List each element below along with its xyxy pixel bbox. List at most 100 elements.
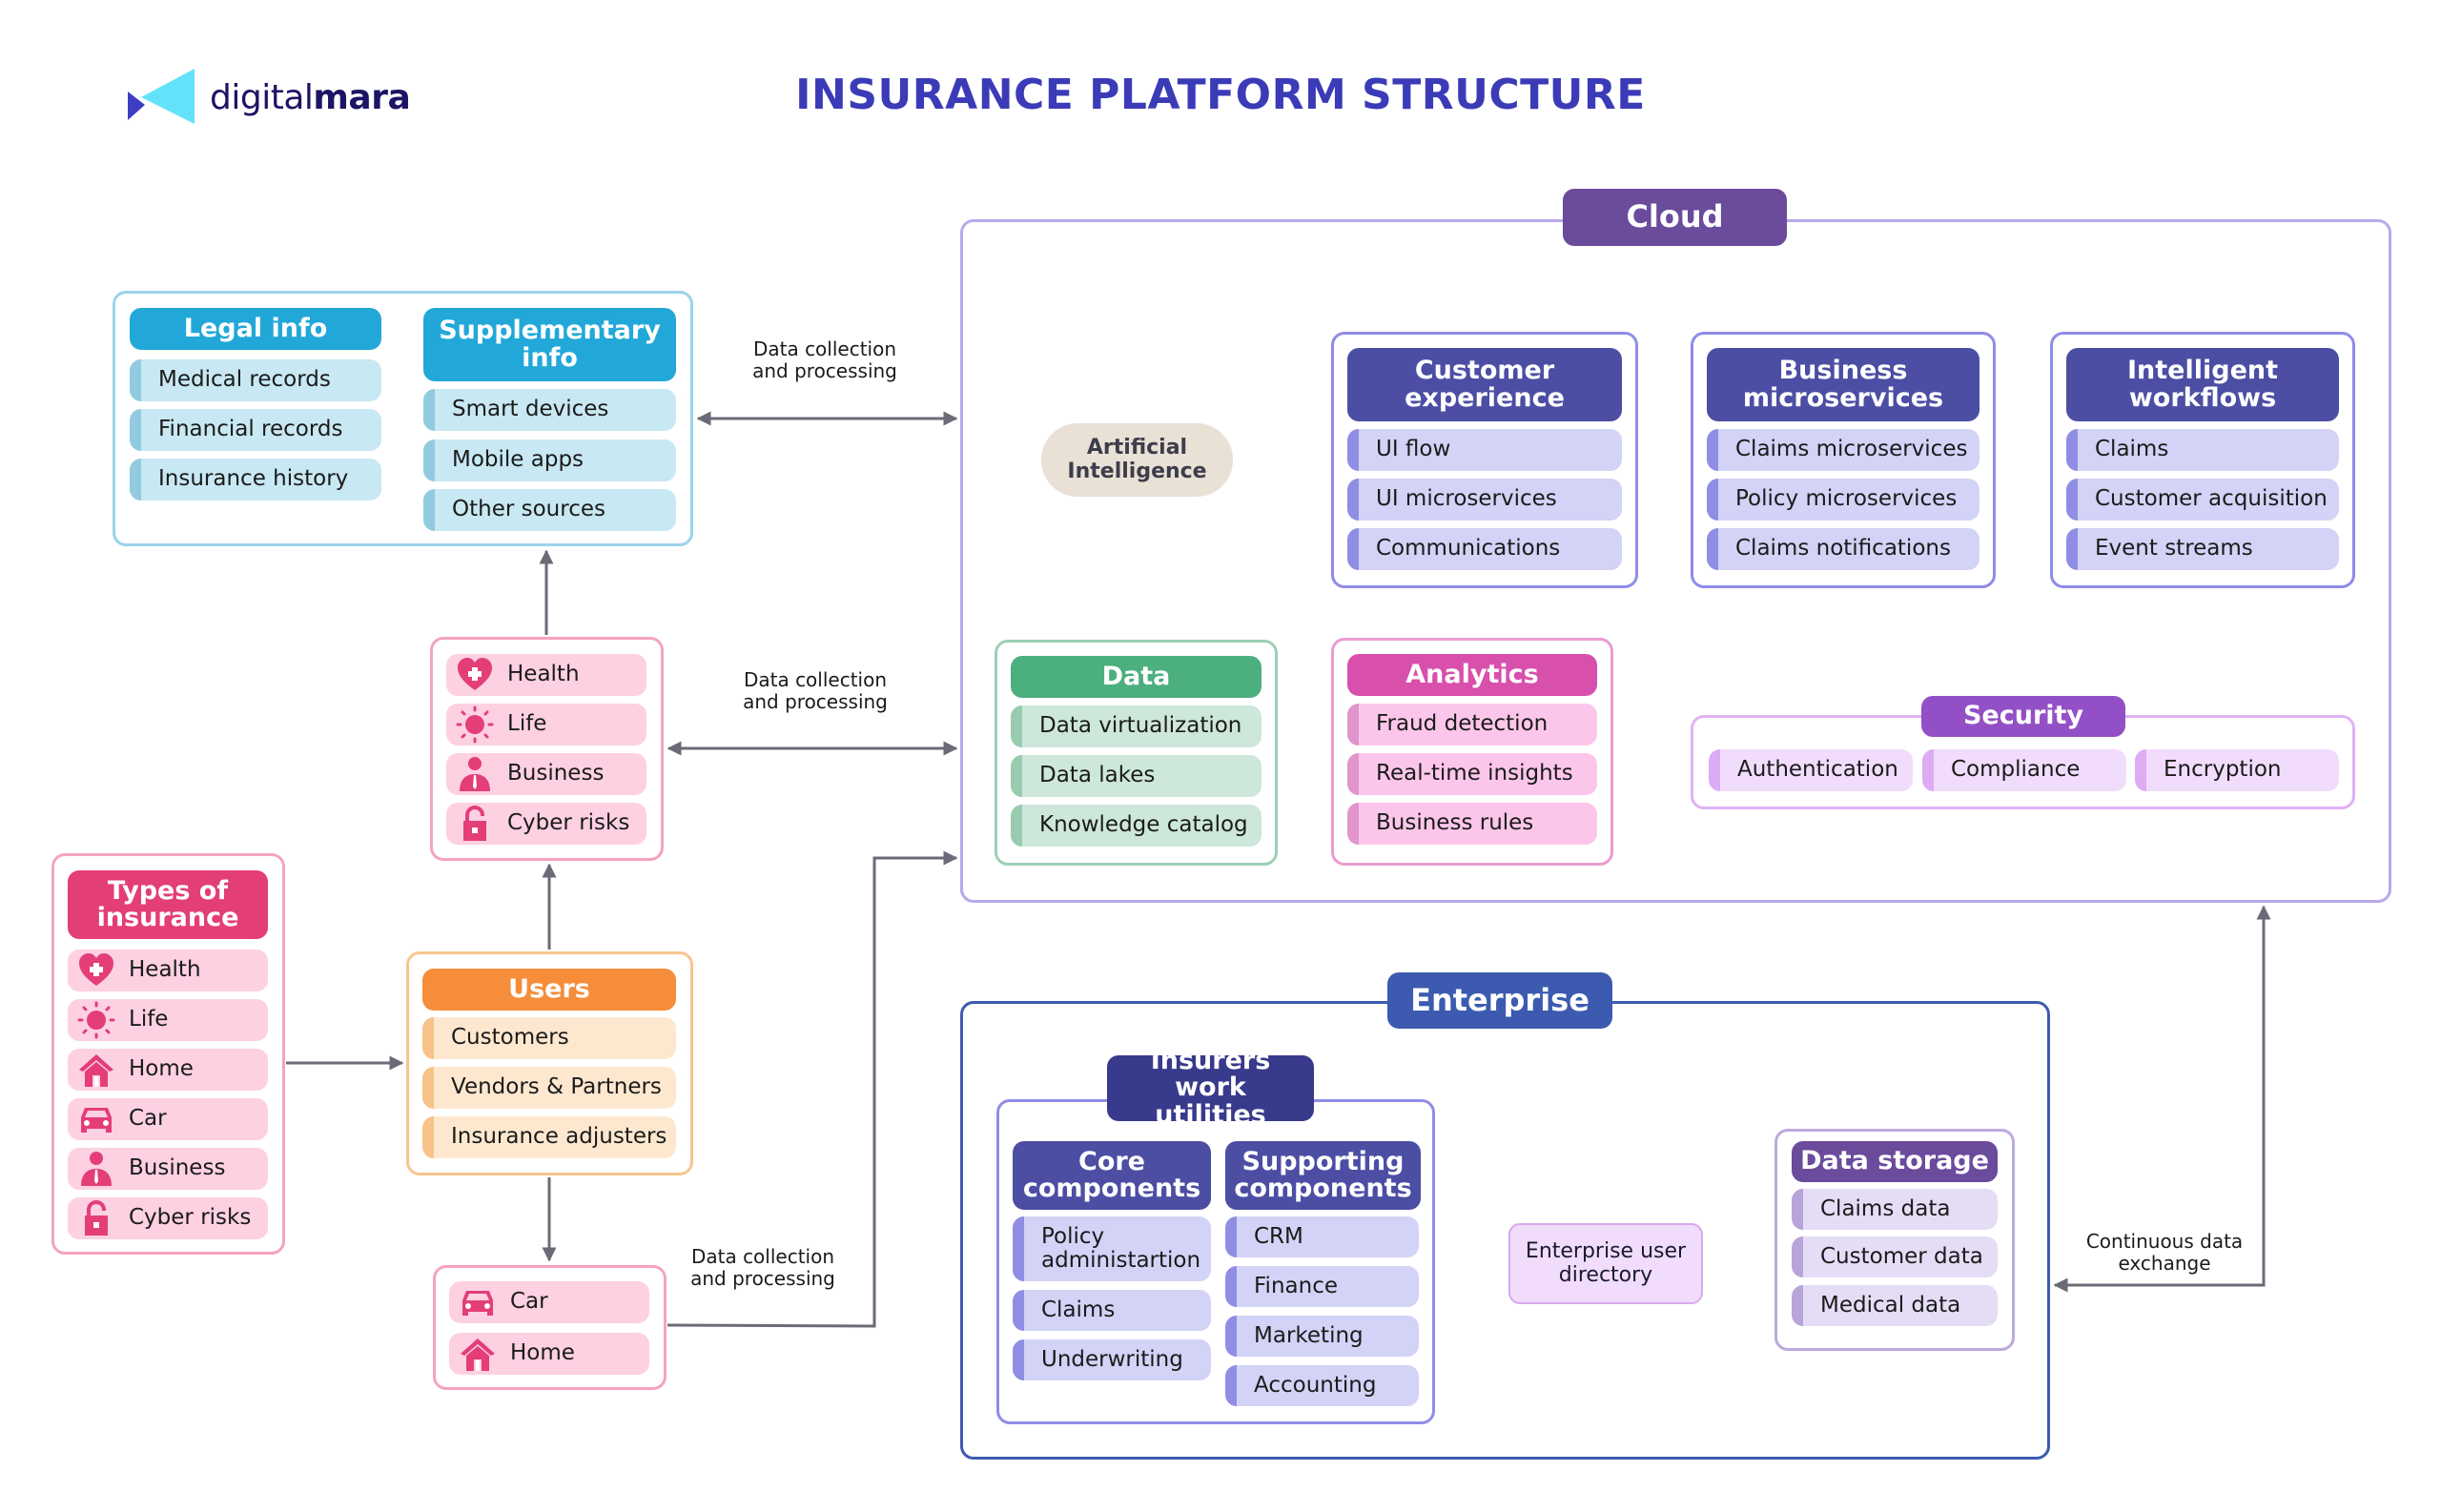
car_home-item-label: Home: [510, 1340, 575, 1366]
house-icon: [459, 1335, 497, 1373]
core-components-header: Core components: [1013, 1141, 1211, 1210]
security-item: Authentication: [1709, 749, 1913, 791]
legal-info-header: Legal info: [130, 308, 381, 350]
data-storage-item: Medical data: [1792, 1285, 1998, 1326]
insurance_mid-item: Life: [446, 704, 646, 746]
car_home-item-label: Car: [510, 1289, 548, 1315]
legal-item: Medical records: [130, 359, 381, 401]
padlock-icon: [77, 1199, 115, 1237]
businessman-icon: [77, 1150, 115, 1188]
data-storage-item: Customer data: [1792, 1236, 1998, 1277]
connector-label-bottom: Data collection and processing: [690, 1245, 835, 1290]
types_of_insurance-item-label: Life: [129, 1007, 169, 1032]
connector-label-middle: Data collection and processing: [743, 668, 888, 713]
enterprise-label: Enterprise: [1387, 972, 1612, 1029]
brand-logo: digitalmara: [128, 69, 411, 126]
car-icon: [459, 1283, 497, 1321]
businessman-icon: [456, 755, 494, 793]
analytics-item: Fraud detection: [1347, 704, 1597, 746]
types_of_insurance-item-label: Car: [129, 1106, 167, 1132]
customer-experience-item: Communications: [1347, 528, 1622, 570]
data-storage-item: Claims data: [1792, 1189, 1998, 1230]
customer-experience-item: UI microservices: [1347, 479, 1622, 521]
supplementary-item: Mobile apps: [423, 439, 676, 481]
types_of_insurance-item: Car: [68, 1098, 268, 1140]
arrow-enterprise-cloud: [2053, 905, 2271, 1293]
sun-icon: [77, 1001, 115, 1039]
legal-item: Financial records: [130, 409, 381, 451]
supplementary-item: Other sources: [423, 489, 676, 531]
types_of_insurance-item: Home: [68, 1049, 268, 1091]
legal-item: Insurance history: [130, 459, 381, 501]
supporting-item: Marketing: [1225, 1316, 1419, 1357]
logo-mark-icon: [128, 69, 195, 124]
insurance_mid-item: Health: [446, 654, 646, 696]
users-item: Customers: [422, 1017, 676, 1059]
supplementary-info-header: Supplementary info: [423, 308, 676, 381]
supporting-item: CRM: [1225, 1216, 1419, 1257]
brand-name: digitalmara: [210, 77, 411, 117]
connector-label-continuous: Continuous data exchange: [2085, 1230, 2244, 1275]
ai-node: Artificial Intelligence: [1041, 423, 1233, 497]
security-header: Security: [1921, 696, 2125, 737]
core-item: Claims: [1013, 1290, 1211, 1331]
customer-experience-item: UI flow: [1347, 429, 1622, 471]
car_home-item: Car: [449, 1281, 649, 1323]
insurance_mid-item-label: Cyber risks: [507, 810, 630, 836]
padlock-icon: [456, 805, 494, 843]
customer-experience-header: Customer experience: [1347, 348, 1622, 421]
data-item: Data virtualization: [1011, 705, 1262, 747]
data-header: Data: [1011, 656, 1262, 698]
data-item: Knowledge catalog: [1011, 805, 1262, 847]
analytics-header: Analytics: [1347, 654, 1597, 696]
supporting-components-header: Supporting components: [1225, 1141, 1421, 1210]
intelligent-workflows-item: Customer acquisition: [2066, 479, 2339, 521]
users-item: Insurance adjusters: [422, 1116, 676, 1158]
data-item: Data lakes: [1011, 755, 1262, 797]
types_of_insurance-item: Cyber risks: [68, 1197, 268, 1239]
page-title: INSURANCE PLATFORM STRUCTURE: [795, 71, 1646, 119]
enterprise-user-directory: Enterprise user directory: [1508, 1223, 1703, 1304]
business-microservices-header: Business microservices: [1707, 348, 1979, 421]
supporting-item: Finance: [1225, 1266, 1419, 1307]
types_of_insurance-item: Health: [68, 950, 268, 991]
types_of_insurance-item-label: Health: [129, 957, 201, 983]
sun-icon: [456, 705, 494, 744]
data-storage-header: Data storage: [1792, 1141, 1998, 1182]
intelligent-workflows-header: Intelligent workflows: [2066, 348, 2339, 421]
users-item: Vendors & Partners: [422, 1067, 676, 1109]
security-item: Encryption: [2135, 749, 2339, 791]
insurance_mid-item-label: Business: [507, 761, 605, 787]
insurance_mid-item: Cyber risks: [446, 803, 646, 845]
cloud-label: Cloud: [1563, 189, 1787, 246]
insurance_mid-item-label: Life: [507, 711, 547, 737]
business-microservices-item: Claims notifications: [1707, 528, 1979, 570]
insurance_mid-item-label: Health: [507, 662, 580, 687]
intelligent-workflows-item: Claims: [2066, 429, 2339, 471]
intelligent-workflows-item: Event streams: [2066, 528, 2339, 570]
types_of_insurance-item: Business: [68, 1148, 268, 1190]
car_home-item: Home: [449, 1333, 649, 1375]
supporting-item: Accounting: [1225, 1365, 1419, 1406]
house-icon: [77, 1051, 115, 1089]
security-item: Compliance: [1922, 749, 2126, 791]
ai-label: Artificial Intelligence: [1067, 436, 1207, 483]
types_of_insurance-item-label: Business: [129, 1155, 226, 1181]
business-microservices-item: Policy microservices: [1707, 479, 1979, 521]
types_of_insurance-item: Life: [68, 999, 268, 1041]
analytics-item: Real-time insights: [1347, 753, 1597, 795]
core-item: Underwriting: [1013, 1339, 1211, 1380]
types-of-insurance-header: Types of insurance: [68, 870, 268, 939]
supplementary-item: Smart devices: [423, 389, 676, 431]
insurance_mid-item: Business: [446, 753, 646, 795]
types_of_insurance-item-label: Cyber risks: [129, 1205, 252, 1231]
core-item: Policy administartion: [1013, 1216, 1211, 1281]
enterprise-user-directory-label: Enterprise user directory: [1525, 1239, 1687, 1287]
heart-plus-icon: [456, 656, 494, 694]
connector-label-top: Data collection and processing: [752, 337, 897, 382]
types_of_insurance-item-label: Home: [129, 1056, 194, 1082]
users-header: Users: [422, 969, 676, 1011]
insurers-work-utilities-header: Insurers work utilities: [1107, 1047, 1314, 1128]
analytics-item: Business rules: [1347, 803, 1597, 845]
heart-plus-icon: [77, 951, 115, 990]
